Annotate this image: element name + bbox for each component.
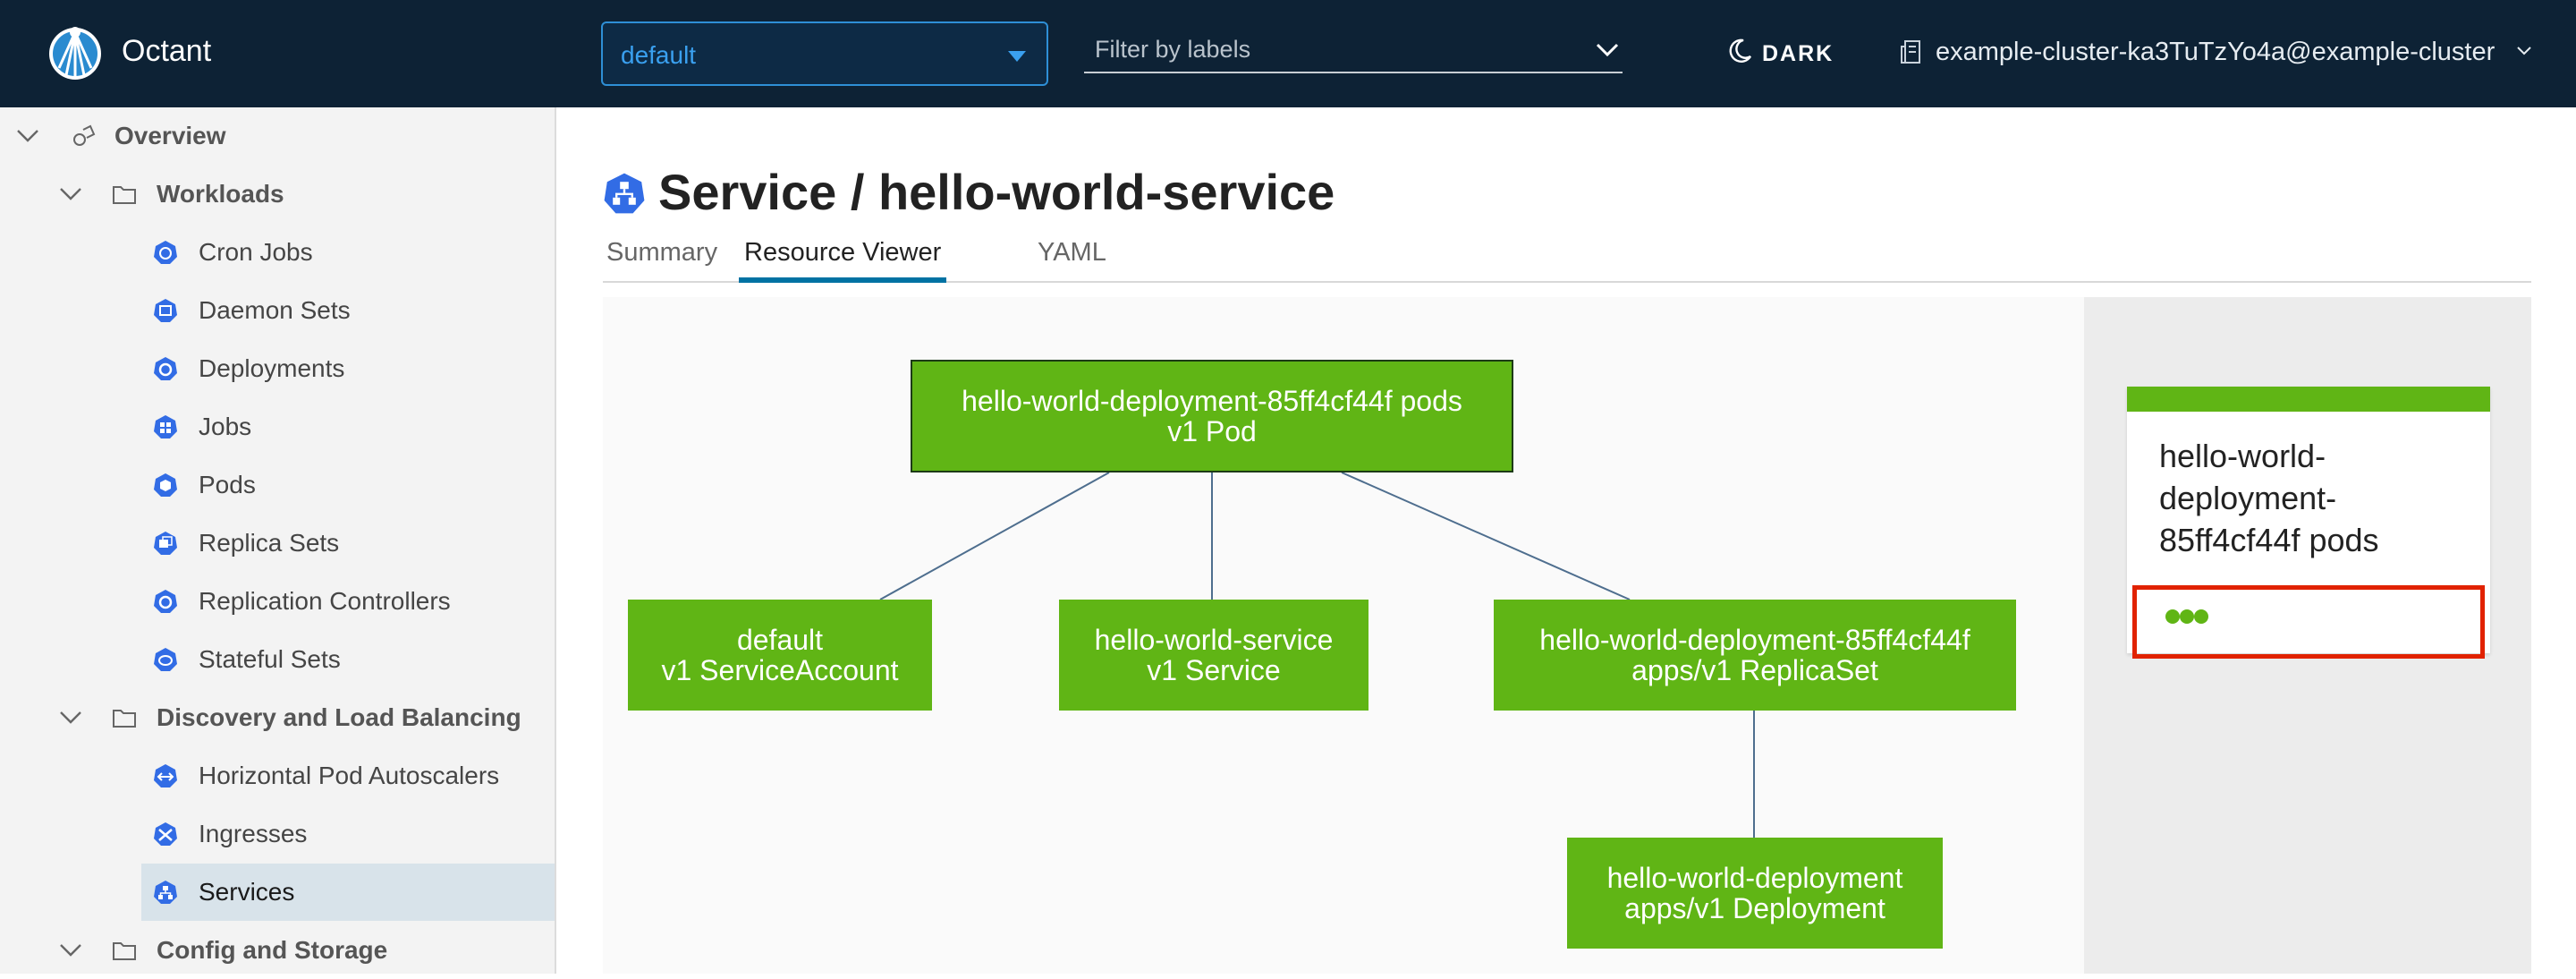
sidebar-item-label: Replication Controllers	[199, 587, 451, 615]
chevron-down-icon[interactable]	[16, 129, 39, 143]
octant-logo-icon[interactable]	[47, 21, 104, 86]
top-header: Octant default Filter by labels DARK exa…	[0, 0, 2576, 107]
folder-icon	[113, 186, 136, 204]
graph-node-service[interactable]: hello-world-service v1 Service	[1059, 600, 1368, 711]
namespace-value: default	[621, 41, 697, 69]
graph-node-replicaset[interactable]: hello-world-deployment-85ff4cf44f apps/v…	[1494, 600, 2016, 711]
sidebar-item-label: Pods	[199, 471, 256, 498]
edge-pods-replicaset	[1341, 472, 1631, 600]
replica-set-icon	[154, 532, 177, 555]
label-filter-input[interactable]: Filter by labels	[1084, 27, 1623, 73]
node-kind: apps/v1 ReplicaSet	[1631, 654, 1878, 686]
namespace-select[interactable]: default	[601, 21, 1048, 86]
cluster-context-label: example-cluster-ka3TuTzYo4a@example-clus…	[1936, 38, 2496, 66]
resource-viewer-graph: hello-world-deployment-85ff4cf44f pods v…	[603, 297, 2084, 974]
cron-job-icon	[154, 241, 177, 264]
theme-toggle-label: DARK	[1762, 41, 1835, 66]
sidebar-item-deployments[interactable]: Deployments	[0, 340, 555, 397]
hpa-icon	[154, 764, 177, 787]
chevron-down-icon	[2517, 47, 2531, 55]
cluster-icon	[1901, 40, 1920, 64]
pod-status-dot[interactable]	[2194, 609, 2208, 624]
tab-bar: Summary Resource Viewer YAML	[603, 238, 2531, 283]
app-name: Octant	[122, 34, 212, 68]
stateful-set-icon	[154, 648, 177, 671]
pod-status-indicator	[2132, 585, 2485, 659]
sidebar-item-label: Ingresses	[199, 820, 308, 847]
graph-node-deployment[interactable]: hello-world-deployment apps/v1 Deploymen…	[1567, 838, 1943, 949]
node-kind: v1 Pod	[1167, 415, 1257, 447]
folder-icon	[113, 942, 136, 960]
sidebar-group-discovery[interactable]: Discovery and Load Balancing	[0, 689, 555, 746]
sidebar-item-replication-controllers[interactable]: Replication Controllers	[0, 573, 555, 630]
daemon-set-icon	[154, 299, 177, 322]
sidebar-item-label: Deployments	[199, 354, 345, 382]
service-icon	[604, 173, 645, 214]
pod-status-card[interactable]: hello-world-deployment-85ff4cf44f pods	[2127, 387, 2490, 659]
chevron-down-icon[interactable]	[1596, 43, 1619, 57]
page-title: Service / hello-world-service	[658, 164, 1335, 220]
sidebar-item-jobs[interactable]: Jobs	[0, 398, 555, 455]
sidebar-item-overview[interactable]: Overview	[0, 107, 555, 165]
graph-edges	[879, 472, 1755, 838]
sidebar-nav: Overview Workloads Cron Jobs Daemon Sets…	[0, 107, 556, 974]
sidebar-item-label: Replica Sets	[199, 529, 340, 557]
tab-yaml[interactable]: YAML	[1038, 238, 1106, 267]
node-name: hello-world-deployment-85ff4cf44f pods	[962, 385, 1462, 417]
graph-node-service-account[interactable]: default v1 ServiceAccount	[628, 600, 932, 711]
graph-node-pods[interactable]: hello-world-deployment-85ff4cf44f pods v…	[911, 360, 1513, 472]
pod-status-dot[interactable]	[2165, 609, 2180, 624]
sidebar-item-pods[interactable]: Pods	[0, 456, 555, 514]
node-name: hello-world-deployment	[1606, 862, 1903, 894]
sidebar-item-ingresses[interactable]: Ingresses	[0, 805, 555, 863]
node-kind: apps/v1 Deployment	[1624, 892, 1885, 924]
service-icon	[154, 881, 177, 904]
sidebar-item-label: Stateful Sets	[199, 645, 341, 673]
tab-resource-viewer[interactable]: Resource Viewer	[739, 238, 947, 283]
sidebar-group-label: Workloads	[157, 180, 284, 208]
overview-icon	[73, 124, 96, 146]
details-pane: hello-world-deployment-85ff4cf44f pods	[2084, 297, 2531, 974]
node-name: hello-world-service	[1094, 624, 1334, 656]
edge-pods-service-account	[879, 472, 1110, 600]
sidebar-item-horizontal-pod-autoscalers[interactable]: Horizontal Pod Autoscalers	[0, 747, 555, 804]
sidebar-item-cron-jobs[interactable]: Cron Jobs	[0, 224, 555, 281]
chevron-down-icon[interactable]	[59, 711, 82, 725]
node-kind: v1 Service	[1147, 654, 1281, 686]
caret-down-icon	[1008, 51, 1026, 62]
pod-status-dot[interactable]	[2180, 609, 2194, 624]
ingress-icon	[154, 822, 177, 846]
chevron-down-icon[interactable]	[59, 187, 82, 201]
sidebar-item-daemon-sets[interactable]: Daemon Sets	[0, 282, 555, 339]
moon-icon	[1729, 38, 1752, 63]
sidebar-item-stateful-sets[interactable]: Stateful Sets	[0, 631, 555, 688]
pod-icon	[154, 473, 177, 497]
main-content: Service / hello-world-service Summary Re…	[558, 107, 2576, 974]
sidebar-item-services[interactable]: Services	[141, 864, 555, 921]
sidebar-group-workloads[interactable]: Workloads	[0, 166, 555, 223]
card-title: hello-world-deployment-85ff4cf44f pods	[2159, 438, 2379, 558]
sidebar-item-label: Services	[199, 878, 295, 906]
deployment-icon	[154, 357, 177, 380]
sidebar-group-config[interactable]: Config and Storage	[0, 922, 555, 979]
folder-icon	[113, 710, 136, 728]
sidebar-item-label: Overview	[114, 122, 226, 149]
label-filter-placeholder: Filter by labels	[1095, 36, 1251, 63]
sidebar-group-label: Discovery and Load Balancing	[157, 703, 521, 731]
sidebar-item-replica-sets[interactable]: Replica Sets	[0, 515, 555, 572]
sidebar-item-label: Cron Jobs	[199, 238, 313, 266]
replication-controller-icon	[154, 590, 177, 613]
job-icon	[154, 415, 177, 438]
sidebar-item-label: Horizontal Pod Autoscalers	[199, 762, 500, 789]
chevron-down-icon[interactable]	[59, 943, 82, 958]
sidebar-item-label: Daemon Sets	[199, 296, 351, 324]
node-kind: v1 ServiceAccount	[661, 654, 899, 686]
tab-summary[interactable]: Summary	[606, 238, 718, 267]
node-name: hello-world-deployment-85ff4cf44f	[1539, 624, 1970, 656]
sidebar-group-label: Config and Storage	[157, 936, 388, 964]
node-name: default	[736, 624, 824, 656]
sidebar-item-label: Jobs	[199, 413, 252, 440]
